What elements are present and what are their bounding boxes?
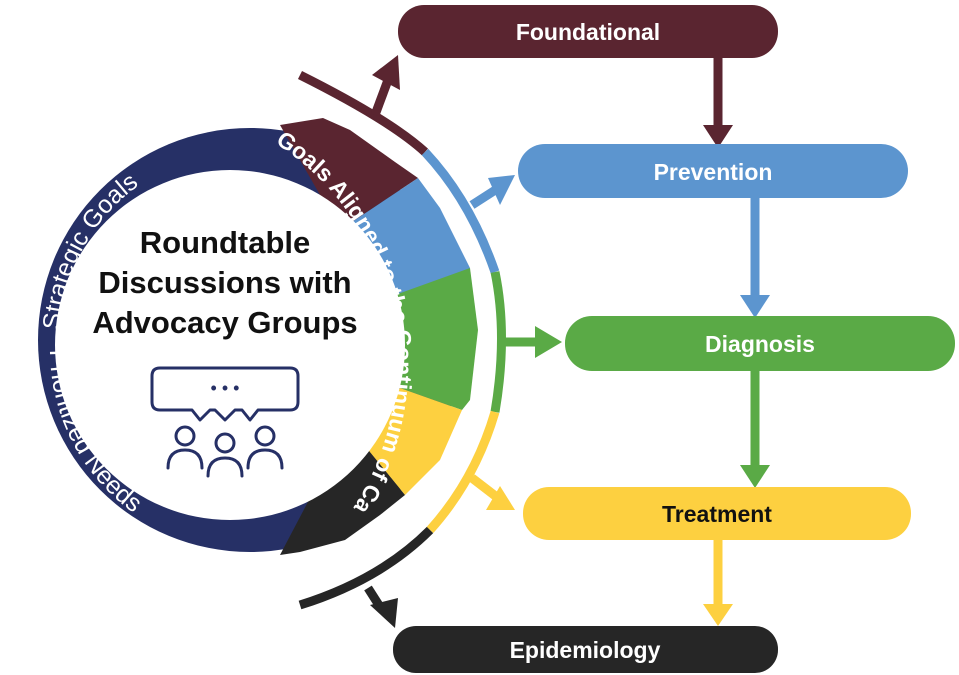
center-title-line-2: Discussions with xyxy=(98,265,351,300)
svg-text:Foundational: Foundational xyxy=(516,19,660,45)
connector-arrow-treatment xyxy=(703,604,733,626)
arc-treatment xyxy=(426,410,500,534)
svg-text:Treatment: Treatment xyxy=(662,501,772,527)
stage-treatment: Treatment xyxy=(523,487,911,540)
discussion-group-icon xyxy=(150,366,300,478)
speech-dots: • • • xyxy=(211,378,240,398)
stage-prevention: Prevention xyxy=(518,144,908,198)
arc-epidemiology xyxy=(298,526,434,610)
arrow-epidemiology xyxy=(370,598,398,628)
arrow-prevention xyxy=(488,175,515,205)
band-diagnosis xyxy=(395,268,478,410)
arc-foundational xyxy=(297,70,429,156)
arrow-foundational xyxy=(372,55,400,90)
svg-text:Diagnosis: Diagnosis xyxy=(705,331,815,357)
stage-epidemiology: Epidemiology xyxy=(393,626,778,673)
center-disc xyxy=(55,170,405,520)
connector-arrow-foundational xyxy=(703,125,733,148)
arrow-treatment xyxy=(486,486,515,510)
connector-arrow-prevention xyxy=(740,295,770,318)
svg-text:Prevention: Prevention xyxy=(654,159,773,185)
arc-prevention xyxy=(421,148,500,274)
band-epidemiology xyxy=(280,440,405,555)
center-title-line-1: Roundtable xyxy=(140,225,311,260)
center-title-line-3: Advocacy Groups xyxy=(92,305,357,340)
stage-diagnosis: Diagnosis xyxy=(565,316,955,371)
band-foundational xyxy=(280,118,418,230)
arrow-diagnosis xyxy=(535,326,562,358)
stage-foundational: Foundational xyxy=(398,5,778,58)
svg-text:Epidemiology: Epidemiology xyxy=(510,637,661,663)
arc-diagnosis xyxy=(490,271,506,413)
connector-arrow-diagnosis xyxy=(740,465,770,488)
